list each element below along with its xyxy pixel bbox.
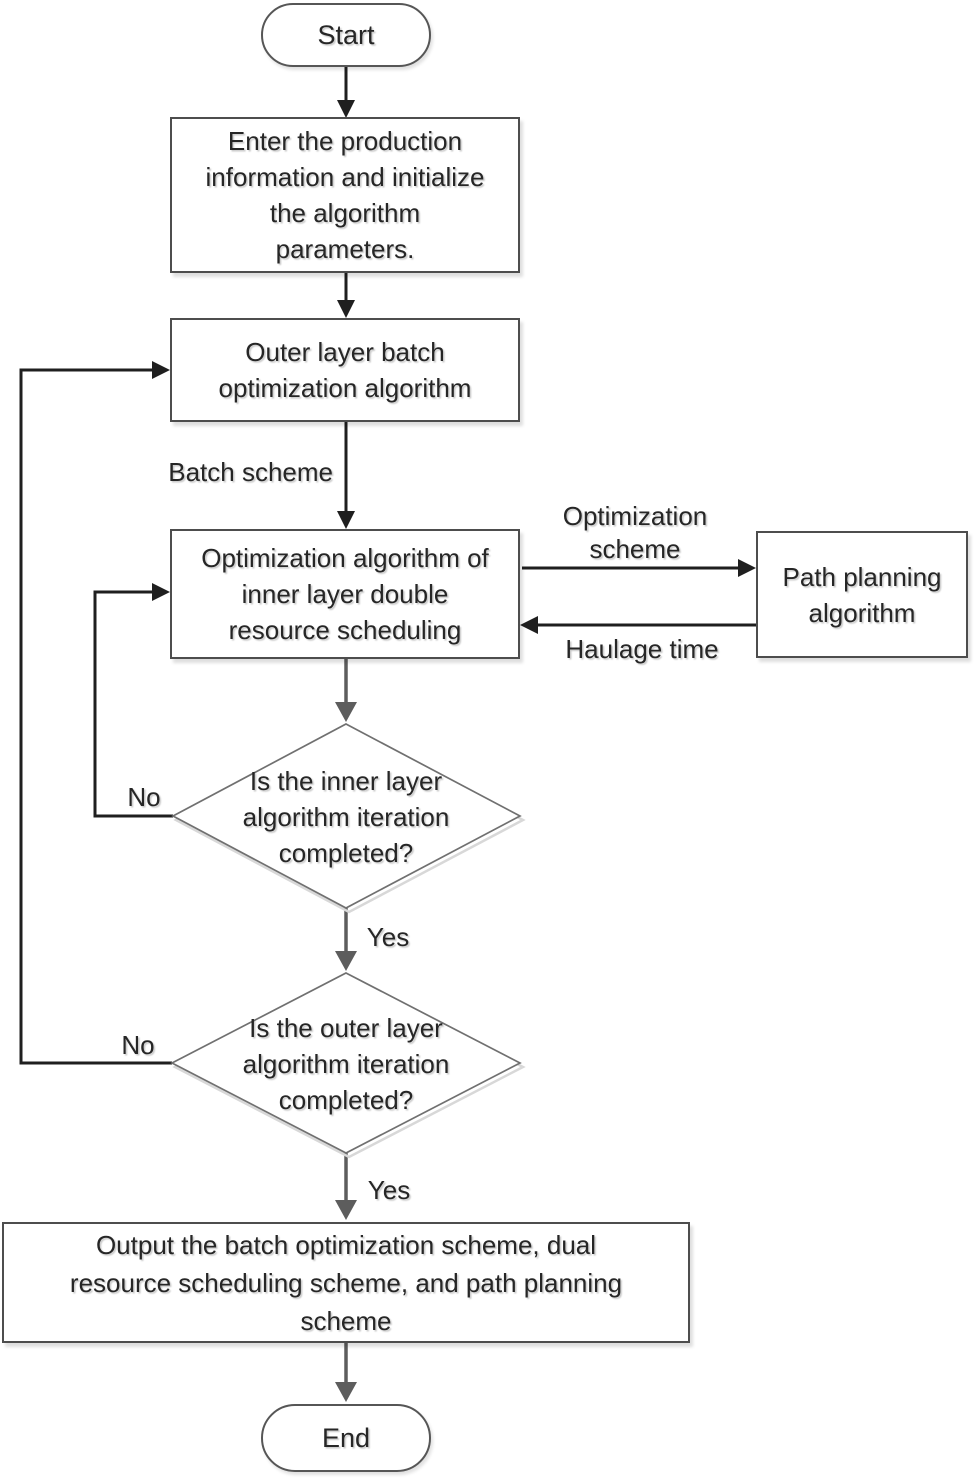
arrow-outer-decision-no-loop xyxy=(19,361,172,1065)
arrow-inner-decision-no-loop xyxy=(93,583,173,818)
process-inner-layer-double-resource-scheduling: Optimization algorithm of inner layer do… xyxy=(170,529,520,659)
inner-decision-diamond xyxy=(171,723,526,914)
outer-decision-diamond xyxy=(170,972,526,1159)
arrow-path-planning-to-inner-layer xyxy=(520,616,756,634)
process-outer-layer-batch-optimization: Outer layer batch optimization algorithm xyxy=(170,318,520,422)
decision-outer-layer-iteration: Is the outer layer algorithm iteration c… xyxy=(242,1013,450,1115)
end-terminator: End xyxy=(261,1404,431,1472)
arrow-start-to-enter-info xyxy=(337,67,355,118)
arrow-inner-decision-to-outer-decision xyxy=(335,908,357,971)
start-terminator: Start xyxy=(261,3,431,67)
edge-label-yes-inner: Yes xyxy=(366,922,410,952)
decision-inner-layer-iteration: Is the inner layer algorithm iteration c… xyxy=(242,766,450,868)
arrow-inner-layer-to-path-planning xyxy=(522,559,756,577)
edge-label-optimization-scheme: Optimization scheme xyxy=(562,501,708,564)
edge-label-no-inner: No xyxy=(127,782,161,812)
process-enter-production-info: Enter the production information and ini… xyxy=(170,117,520,273)
process-output-schemes: Output the batch optimization scheme, du… xyxy=(2,1222,690,1343)
edge-label-no-outer: No xyxy=(121,1030,155,1060)
edge-label-haulage-time: Haulage time xyxy=(565,634,719,664)
edge-label-yes-outer: Yes xyxy=(367,1175,411,1205)
edge-label-batch-scheme: Batch scheme xyxy=(168,457,333,487)
arrow-inner-layer-to-inner-decision xyxy=(335,659,357,722)
arrow-outer-decision-to-output xyxy=(335,1153,357,1220)
arrow-output-to-end xyxy=(335,1343,357,1402)
arrow-outer-layer-to-inner-layer xyxy=(337,422,355,529)
arrow-enter-info-to-outer-layer xyxy=(337,273,355,318)
process-path-planning-algorithm: Path planning algorithm xyxy=(756,531,968,658)
